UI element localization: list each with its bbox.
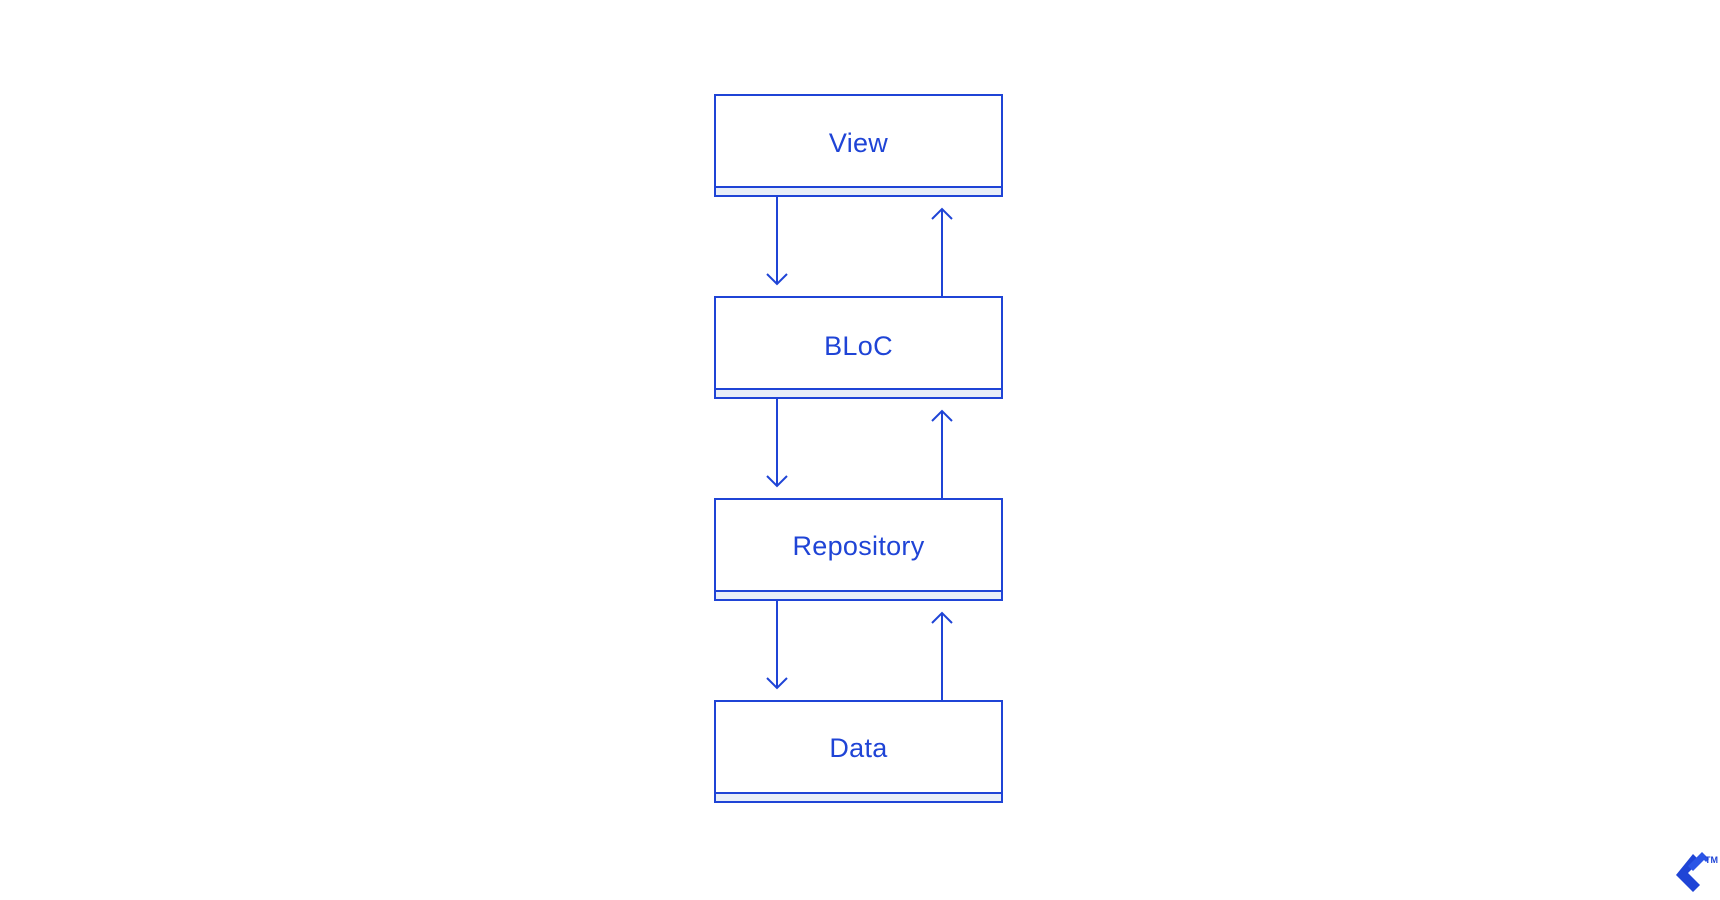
layer-box-view-bar <box>714 186 1003 197</box>
layer-box-bloc: BLoC <box>714 296 1003 399</box>
trademark-label: TM <box>1705 855 1718 865</box>
arrow-bloc-to-repository <box>766 399 788 488</box>
layer-box-data: Data <box>714 700 1003 803</box>
layer-box-repository-body <box>714 498 1003 601</box>
arrow-bloc-to-view <box>931 207 953 296</box>
arrow-repository-to-bloc <box>931 409 953 498</box>
layer-label-bloc: BLoC <box>824 331 893 361</box>
layer-box-data-bar <box>714 792 1003 803</box>
layer-label-repository: Repository <box>792 531 924 561</box>
arrow-view-to-bloc <box>766 197 788 286</box>
layer-box-bloc-bar <box>714 388 1003 399</box>
layer-label-data: Data <box>829 733 888 763</box>
layer-box-bloc-body <box>714 296 1003 399</box>
arrow-repository-to-data <box>766 601 788 690</box>
layer-box-data-body <box>714 700 1003 803</box>
toptal-logo-icon <box>1676 852 1709 892</box>
layer-box-repository-bar <box>714 590 1003 601</box>
layer-box-view: View <box>714 94 1003 197</box>
arrow-data-to-repository <box>931 611 953 700</box>
layer-label-view: View <box>829 128 888 158</box>
layer-box-view-body <box>714 94 1003 197</box>
layer-box-repository: Repository <box>714 498 1003 601</box>
